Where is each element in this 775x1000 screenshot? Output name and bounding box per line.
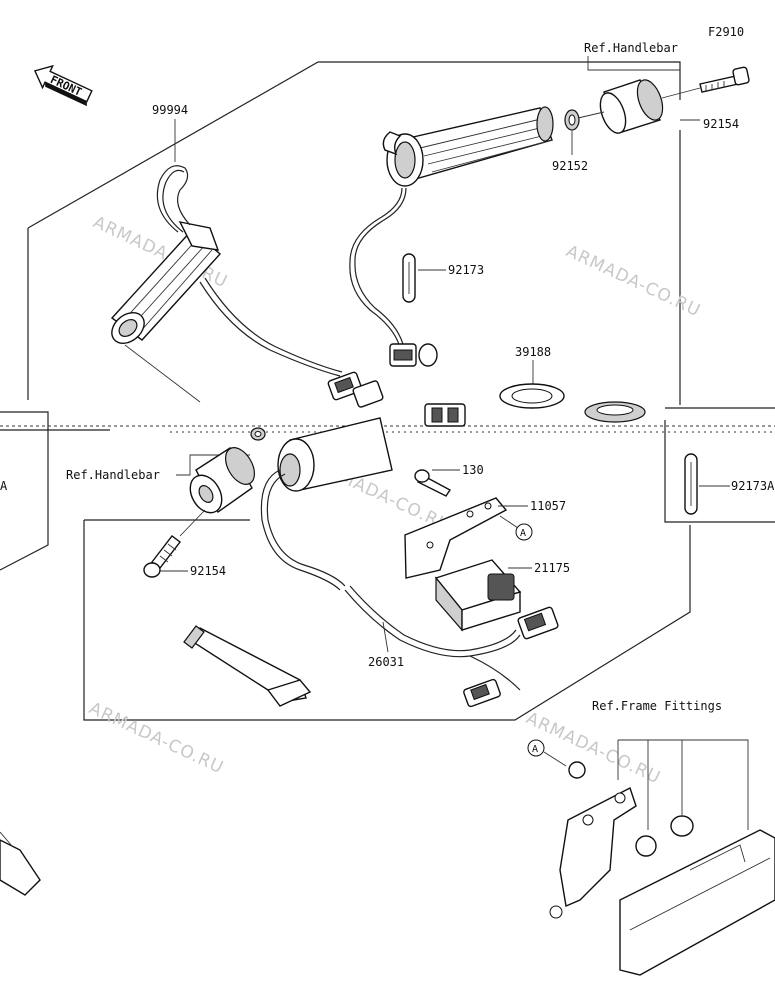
callout-washer: 92152 bbox=[552, 159, 588, 173]
callout-bolt: 130 bbox=[462, 463, 484, 477]
right-grip-connector bbox=[389, 343, 438, 367]
callout-grommet: 39188 bbox=[515, 345, 551, 359]
clip-center-icon bbox=[402, 253, 416, 303]
screw-top-icon bbox=[699, 66, 750, 93]
figure-code: F2910 bbox=[708, 25, 744, 39]
assembly-outline bbox=[27, 61, 691, 721]
front-arrow-icon: FRONT bbox=[33, 64, 93, 107]
right-grip bbox=[382, 106, 554, 187]
left-frame-fragment bbox=[0, 839, 41, 896]
watermark-4: ARMADA-CO.RU bbox=[86, 698, 227, 778]
harness-connector-mid bbox=[517, 606, 559, 640]
bolt-icon bbox=[414, 469, 452, 497]
svg-text:A: A bbox=[520, 528, 526, 539]
bar-end-weight-top bbox=[599, 79, 664, 134]
grease-tube-icon bbox=[183, 625, 312, 707]
callout-clip-center: 92173 bbox=[448, 263, 484, 277]
callout-bracket: 11057 bbox=[530, 499, 566, 513]
marker-a-bracket: A bbox=[499, 515, 533, 541]
callout-harness: 26031 bbox=[368, 655, 404, 669]
controller-unit bbox=[434, 559, 522, 632]
frame-rail bbox=[619, 829, 775, 976]
frame-rubbers bbox=[568, 761, 694, 857]
watermark-2: ARMADA-CO.RU bbox=[563, 241, 704, 321]
svg-text:A: A bbox=[0, 479, 8, 493]
frame-bracket bbox=[549, 787, 637, 919]
bracket bbox=[404, 497, 508, 579]
marker-a-frame: A bbox=[527, 739, 567, 767]
left-grip-connector bbox=[327, 371, 384, 408]
dashed-band bbox=[0, 425, 775, 433]
callout-screw-left: 92154 bbox=[190, 564, 226, 578]
callout-controller: 21175 bbox=[534, 561, 570, 575]
washer-left-icon bbox=[250, 427, 266, 441]
callout-screw-top: 92154 bbox=[703, 117, 739, 131]
right-side-panel bbox=[664, 407, 775, 523]
grommet-icon bbox=[499, 383, 565, 409]
clip-right-icon bbox=[684, 453, 698, 515]
washer-icon bbox=[564, 109, 580, 131]
callout-assembly: 99994 bbox=[152, 103, 188, 117]
bar-end-weight-left bbox=[189, 447, 256, 514]
grip-sleeve-right bbox=[584, 401, 646, 423]
ref-handlebar-left: Ref.Handlebar bbox=[66, 468, 160, 482]
callout-clip-right: 92173A bbox=[731, 479, 775, 493]
band-connector bbox=[424, 403, 466, 427]
ref-handlebar-top: Ref.Handlebar bbox=[584, 41, 678, 55]
harness-connector-end bbox=[463, 678, 501, 708]
ref-frame-fittings: Ref.Frame Fittings bbox=[592, 699, 722, 713]
screw-left-icon bbox=[143, 535, 181, 578]
grip-sleeve-left bbox=[277, 417, 393, 492]
left-grip bbox=[110, 221, 222, 344]
svg-text:A: A bbox=[532, 744, 538, 755]
left-side-panel: A bbox=[0, 411, 110, 571]
